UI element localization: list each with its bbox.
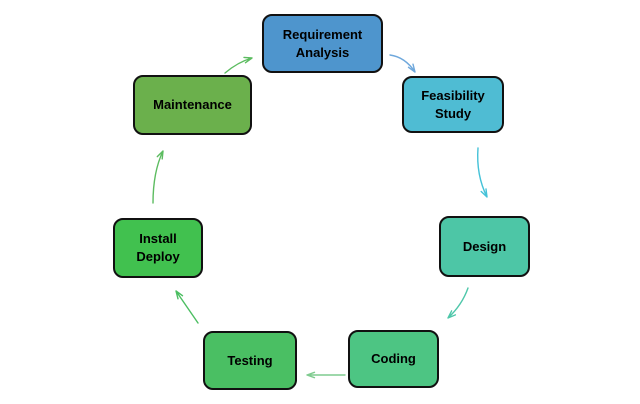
node-coding: Coding (348, 330, 439, 388)
arrow-feasibility-to-design (477, 147, 488, 198)
arrow-requirement-to-feasibility (389, 54, 416, 73)
node-design: Design (439, 216, 530, 277)
node-design-label: Design (462, 238, 507, 254)
arrow-install-to-maintenance (152, 150, 164, 204)
node-feasibility-study: Feasibility Study (402, 76, 504, 133)
node-requirement-analysis-label: Requirement Analysis (282, 26, 363, 60)
node-install-deploy-label: Install Deploy (136, 231, 180, 264)
arrow-design-to-coding (447, 287, 469, 319)
node-maintenance: Maintenance (133, 75, 252, 135)
node-maintenance-label: Maintenance (153, 97, 232, 113)
node-testing: Testing (203, 331, 297, 390)
node-coding-label: Coding (371, 351, 416, 367)
node-install-deploy: Install Deploy (113, 218, 203, 278)
node-requirement-analysis: Requirement Analysis (262, 14, 383, 73)
arrow-testing-to-install (175, 290, 199, 324)
arrow-coding-to-testing (306, 371, 346, 379)
arrow-maintenance-to-requirement (224, 56, 253, 74)
node-feasibility-study-label: Feasibility Study (421, 87, 485, 121)
node-testing-label: Testing (227, 352, 273, 368)
